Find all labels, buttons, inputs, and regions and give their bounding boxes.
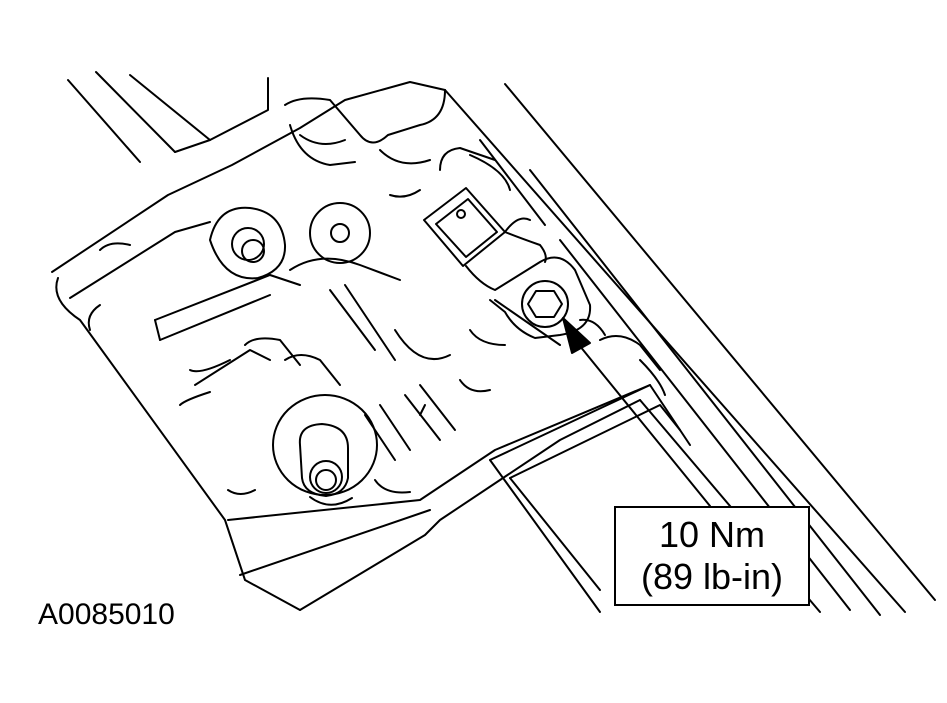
- housing-outline: [51, 81, 651, 611]
- torque-lbin-label: (89 lb-in): [640, 556, 784, 597]
- center-boss: [309, 202, 371, 264]
- lower-boss: [272, 394, 378, 506]
- lower-right-edge: [579, 318, 666, 396]
- hex-bolt: [521, 280, 569, 328]
- upper-castings: [284, 89, 511, 198]
- torque-callout-box: 10 Nm (89 lb-in): [614, 506, 810, 606]
- central-ribs: [154, 257, 561, 495]
- torque-nm-label: 10 Nm: [658, 514, 766, 555]
- left-boss: [209, 206, 287, 280]
- upper-rails: [67, 71, 269, 163]
- right-rails: [444, 83, 936, 616]
- figure-id-label: A0085010: [38, 598, 175, 631]
- sensor-body: [423, 187, 592, 339]
- callout-leader: [562, 317, 711, 507]
- lower-bracket: [489, 384, 691, 613]
